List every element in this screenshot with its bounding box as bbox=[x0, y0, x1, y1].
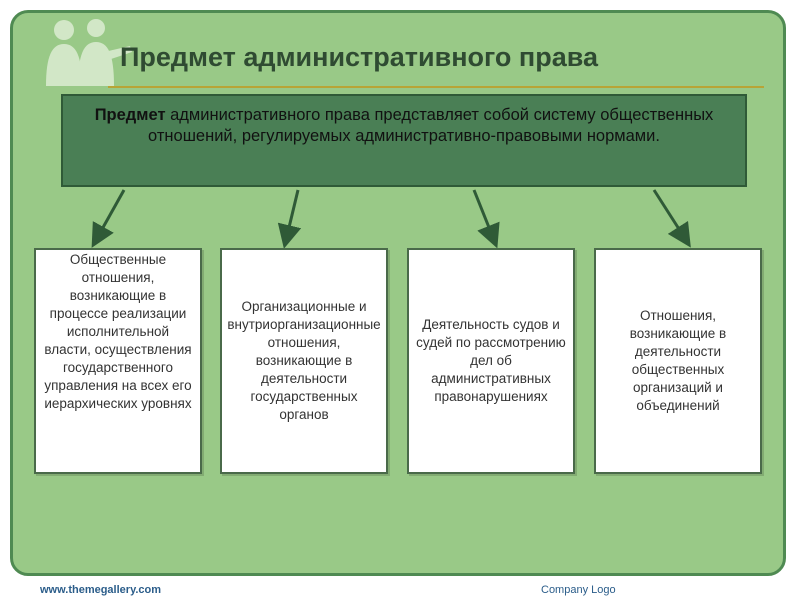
footer-company-logo: Company Logo bbox=[541, 584, 616, 596]
card-text: Деятельность судов и судей по рассмотрен… bbox=[415, 316, 567, 406]
card-text: Общественные отношения, возникающие в пр… bbox=[42, 251, 194, 413]
card-public-organizations: Отношения, возникающие в деятельности об… bbox=[594, 248, 762, 474]
footer-url[interactable]: www.themegallery.com bbox=[40, 584, 161, 596]
arrow-1 bbox=[96, 190, 124, 240]
card-court-activity: Деятельность судов и судей по рассмотрен… bbox=[407, 248, 575, 474]
arrow-3 bbox=[474, 190, 494, 240]
card-executive-relations: Общественные отношения, возникающие в пр… bbox=[34, 248, 202, 474]
arrow-2 bbox=[286, 190, 298, 240]
card-text: Отношения, возникающие в деятельности об… bbox=[602, 307, 754, 415]
card-organizational-relations: Организационные и внутриорганизационные … bbox=[220, 248, 388, 474]
card-text: Организационные и внутриорганизационные … bbox=[227, 298, 380, 424]
arrow-4 bbox=[654, 190, 686, 240]
